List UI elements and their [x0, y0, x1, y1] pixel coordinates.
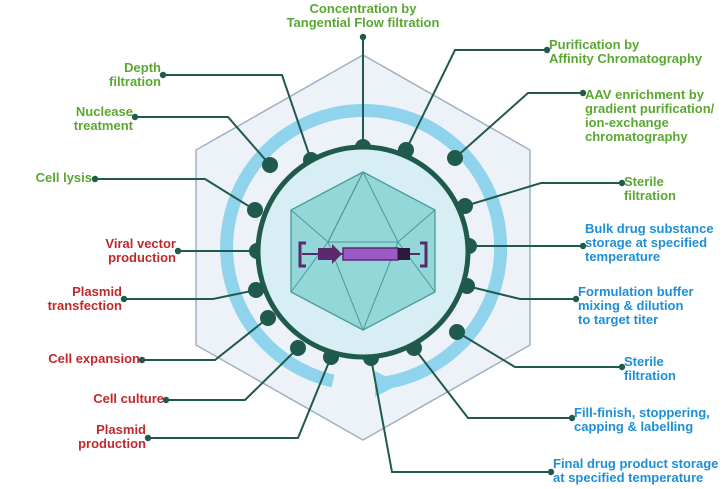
pin-dot-aav_enrich — [447, 150, 463, 166]
label-cell-culture: Cell culture — [40, 392, 164, 406]
pin-dot-nuclease — [262, 157, 278, 173]
label-fill-finish: Fill-finish, stoppering,capping & labell… — [574, 406, 710, 434]
pin-dot-expansion — [260, 310, 276, 326]
pin-dot-sterile2 — [449, 324, 465, 340]
pin-dot-culture — [290, 340, 306, 356]
label-cell-expansion: Cell expansion — [10, 352, 140, 366]
connector-end-dot-top — [360, 34, 366, 40]
pin-dot-lysis — [247, 202, 263, 218]
connector-end-dot-lysis — [92, 176, 98, 182]
label-cell-lysis: Cell lysis — [20, 171, 92, 185]
